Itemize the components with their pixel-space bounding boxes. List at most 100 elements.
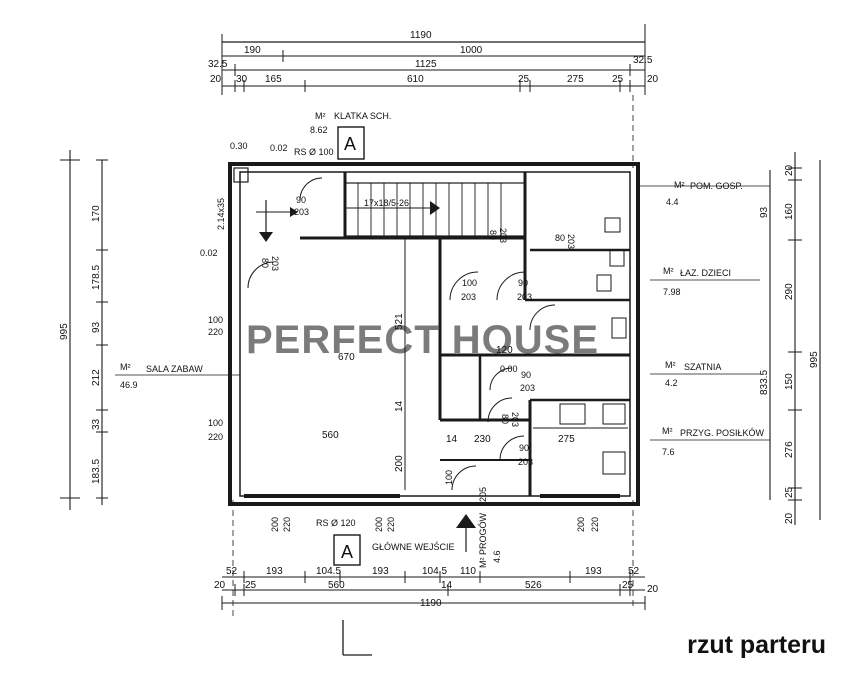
section-a-top: A (344, 134, 356, 154)
dim-hall-670: 670 (338, 352, 355, 363)
dim-right-25: 25 (784, 486, 795, 498)
dim-bot-20-left: 20 (214, 580, 226, 591)
room-unit: M² (662, 426, 673, 436)
dim-bot-193-b: 193 (372, 566, 389, 577)
room-name-przyg: PRZYG. POSIŁKÓW (680, 428, 765, 438)
room-area-gosp: 4.4 (666, 197, 679, 207)
section-a-bottom: A (341, 542, 353, 562)
dim-120: 120 (496, 345, 513, 356)
room-labels: M² KLATKA SCH. 8.62 M² SALA ZABAW 46.9 M… (120, 111, 765, 457)
door-label-w: 90 (521, 370, 531, 380)
dim-right-93: 93 (759, 206, 770, 218)
door-label-w: 80 (555, 233, 565, 243)
door-label-w: 80 (260, 258, 270, 268)
dim-left-170: 170 (91, 205, 102, 222)
dim-bot-52-right: 52 (628, 566, 640, 577)
note-002b: 0.02 (200, 248, 218, 258)
room-unit: M² (665, 360, 676, 370)
dim-left-183: 183.5 (91, 459, 102, 484)
dim-bot-52-left: 52 (226, 566, 238, 577)
dim-top-20-left: 20 (210, 74, 222, 85)
room-name-sala: SALA ZABAW (146, 364, 203, 374)
door-label-w: 100 (444, 470, 454, 485)
dim-right-276: 276 (784, 441, 795, 458)
dim-left-33: 33 (91, 418, 102, 430)
interior-notes: 670 521 560 200 14 275 230 120 14 0.30 0… (200, 134, 575, 568)
thresholds-val: 4.6 (492, 550, 502, 563)
door-label-h: 203 (566, 234, 576, 249)
dim-bot-193-a: 193 (266, 566, 283, 577)
window-label-w: 200 (270, 517, 280, 532)
room-area-przyg: 7.6 (662, 447, 675, 457)
vent-label: RS Ø 100 (294, 147, 334, 157)
walls (115, 95, 770, 656)
door-label-w: 100 (462, 278, 477, 288)
door-label-w: 80 (488, 230, 498, 240)
level-ext: 2.14x35 (216, 198, 226, 230)
door-labels: 90 203 80 203 80 203 80 203 100 203 90 2… (260, 195, 576, 502)
bottom-dimensions: 52 193 104.5 193 104.5 110 193 52 20 25 … (214, 566, 659, 610)
dim-right-290: 290 (784, 283, 795, 300)
main-entrance: GŁÓWNE WEJŚCIE (372, 541, 455, 552)
door-label-h: 203 (517, 292, 532, 302)
room-area-sala: 46.9 (120, 380, 138, 390)
dim-bot-1190: 1190 (420, 598, 442, 609)
dim-top-165: 165 (265, 74, 282, 85)
door-label-h: 205 (478, 487, 488, 502)
dim-right-20-top: 20 (784, 164, 795, 176)
vent2-label: RS Ø 120 (316, 518, 356, 528)
thresholds: M² PROGÓW (478, 513, 488, 568)
dim-top-20-right: 20 (647, 74, 659, 85)
dim-right-833: 833.5 (759, 370, 770, 395)
door-label-w: 80 (500, 414, 510, 424)
dim-bot-110: 110 (460, 566, 476, 577)
dim-bot-25-left: 25 (245, 580, 257, 591)
dim-top-32-right: 32.5 (633, 55, 653, 66)
right-dimensions: 995 20 160 290 150 276 25 20 833.5 93 (759, 152, 821, 525)
dim-top-610: 610 (407, 74, 424, 85)
dim-bot-104-b: 104.5 (422, 566, 447, 577)
left-dimensions: 995 170 178.5 93 212 33 183.5 (59, 150, 108, 510)
dim-overall-top: 1190 (410, 30, 432, 41)
door-label-w: 90 (296, 195, 306, 205)
door-label-h: 203 (510, 412, 520, 427)
dim-200: 200 (394, 455, 405, 472)
dim-bot-14: 14 (441, 580, 453, 591)
note-030: 0.30 (230, 141, 248, 151)
door-label-h: 203 (498, 228, 508, 243)
dim-kitchen-275: 275 (558, 434, 575, 445)
room-unit: M² (663, 266, 674, 276)
dim-left-93: 93 (91, 321, 102, 333)
dim-bot-25-right: 25 (622, 580, 634, 591)
stair-label: 17x18/5-26 (364, 198, 409, 208)
dim-14b: 14 (446, 434, 458, 445)
level-000: 0.00 (500, 364, 518, 374)
dim-bot-104-a: 104.5 (316, 566, 341, 577)
window-labels: 100 220 100 220 200 220 200 220 200 220 (208, 315, 600, 532)
window-label-h: 220 (386, 517, 396, 532)
dim-top-32-left: 32.5 (208, 59, 228, 70)
dim-hall-521: 521 (394, 313, 405, 330)
dim-top-25-a: 25 (518, 74, 530, 85)
window-label-w: 100 (208, 315, 223, 325)
room-area-laz: 7.98 (663, 287, 681, 297)
dim-top-275: 275 (567, 74, 584, 85)
door-label-h: 203 (294, 207, 309, 217)
door-label-h: 203 (518, 457, 533, 467)
window-label-h: 220 (208, 432, 223, 442)
window-label-h: 220 (282, 517, 292, 532)
top-dimensions: 1190 190 1000 32.5 1125 32.5 20 30 165 6… (208, 24, 659, 95)
dim-right-995: 995 (809, 351, 820, 368)
dim-bot-526: 526 (525, 580, 542, 591)
room-name-laz: ŁAZ. DZIECI (680, 268, 731, 278)
door-swings (247, 177, 556, 491)
room-name-gosp: POM. GOSP. (690, 181, 743, 191)
dim-lower-560: 560 (322, 430, 339, 441)
dim-right-160: 160 (784, 203, 795, 220)
room-unit: M² (120, 362, 131, 372)
note-002a: 0.02 (270, 143, 288, 153)
dim-top-1125: 1125 (415, 59, 437, 70)
dim-14: 14 (394, 400, 405, 412)
door-label-h: 203 (461, 292, 476, 302)
room-area-szatnia: 4.2 (665, 378, 678, 388)
